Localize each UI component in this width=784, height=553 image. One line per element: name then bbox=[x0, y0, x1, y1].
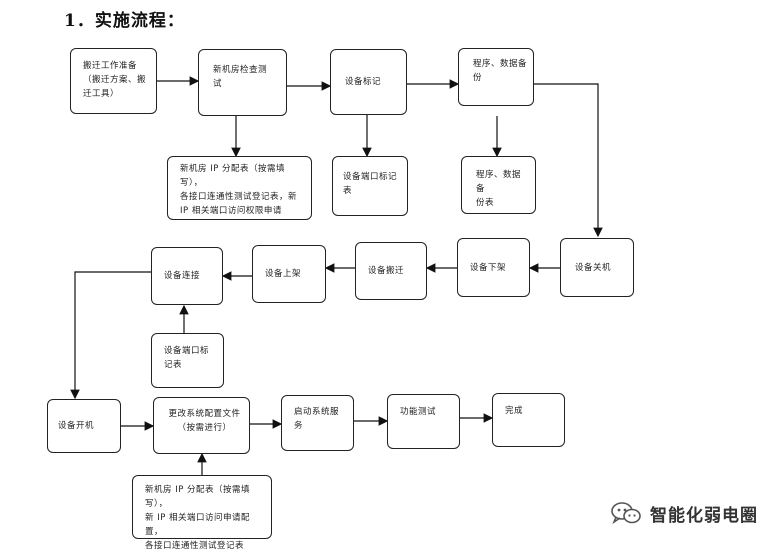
node-rack: 设备上架 bbox=[252, 245, 326, 303]
node-data-backup: 程序、数据备 份 bbox=[458, 48, 534, 106]
node-label: 设备上架 bbox=[265, 269, 302, 279]
node-ip-allocation-table: 新机房 IP 分配表（按需填写）， 各接口连通性测试登记表，新 IP 相关端口访… bbox=[167, 156, 312, 220]
node-ip-allocation-table-2: 新机房 IP 分配表（按需填写）， 新 IP 相关端口访问申请配置， 各接口连通… bbox=[132, 475, 272, 551]
arrow-n4-n8 bbox=[534, 83, 603, 238]
node-label: 完成 bbox=[505, 406, 524, 416]
node-connect: 设备连接 bbox=[151, 247, 223, 305]
node-port-marking-table: 设备端口标记 表 bbox=[332, 156, 408, 216]
node-label: 设备关机 bbox=[575, 262, 612, 273]
node-label: 设备标记 bbox=[345, 77, 382, 87]
node-start-service: 启动系统服 务 bbox=[281, 395, 354, 451]
node-relocation-prep: 搬迁工作准备 （搬迁方案、搬 迁工具） bbox=[70, 48, 157, 114]
node-complete: 完成 bbox=[492, 393, 565, 447]
node-device-marking: 设备标记 bbox=[330, 49, 407, 115]
node-label: 启动系统服 务 bbox=[294, 407, 340, 431]
page-title: 1．实施流程： bbox=[64, 11, 185, 31]
node-label: 程序、数据备 份表 bbox=[476, 170, 522, 208]
node-label: 功能测试 bbox=[400, 407, 437, 417]
wechat-icon bbox=[611, 502, 641, 525]
node-label: 新机房 IP 分配表（按需填写）， 新 IP 相关端口访问申请配置， 各接口连通… bbox=[145, 485, 251, 551]
node-label: 搬迁工作准备 （搬迁方案、搬 迁工具） bbox=[83, 61, 147, 99]
node-relocate: 设备搬迁 bbox=[355, 242, 427, 300]
node-backup-table: 程序、数据备 份表 bbox=[461, 156, 536, 214]
node-label: 更改系统配置文件 （按需进行） bbox=[168, 409, 241, 433]
node-label: 设备端口标 记表 bbox=[164, 346, 210, 370]
node-port-marking-table-2: 设备端口标 记表 bbox=[151, 333, 224, 388]
node-power-on: 设备开机 bbox=[47, 399, 121, 453]
arrow-n12-n14 bbox=[70, 271, 151, 400]
node-label: 设备下架 bbox=[470, 262, 507, 273]
node-label: 新机房检查测 试 bbox=[213, 65, 268, 89]
watermark: 智能化弱电圈 bbox=[610, 500, 758, 526]
node-unrack: 设备下架 bbox=[457, 238, 530, 297]
node-label: 新机房 IP 分配表（按需填写）， 各接口连通性测试登记表，新 IP 相关端口访… bbox=[180, 164, 298, 216]
node-label: 设备连接 bbox=[164, 271, 201, 281]
node-function-test: 功能测试 bbox=[387, 394, 460, 449]
node-change-config: 更改系统配置文件 （按需进行） bbox=[153, 397, 250, 454]
node-label: 设备端口标记 表 bbox=[343, 172, 398, 196]
node-label: 设备搬迁 bbox=[368, 266, 405, 276]
node-label: 程序、数据备 份 bbox=[473, 59, 528, 83]
node-new-room-check: 新机房检查测 试 bbox=[198, 49, 287, 116]
node-label: 设备开机 bbox=[58, 421, 95, 431]
watermark-text: 智能化弱电圈 bbox=[650, 505, 758, 526]
node-shutdown: 设备关机 bbox=[560, 238, 634, 297]
